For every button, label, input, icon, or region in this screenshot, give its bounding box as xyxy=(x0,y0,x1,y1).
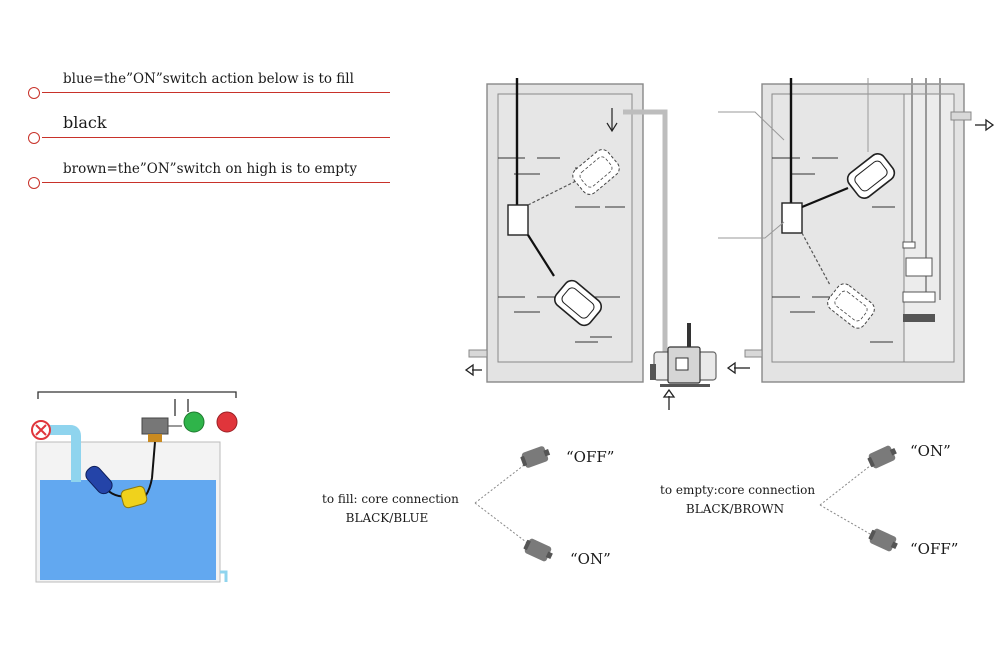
legend-brown-text: brown=the”ON”switch on high is to empty xyxy=(63,161,357,177)
red-indicator-icon xyxy=(216,411,238,433)
legend-underline xyxy=(42,136,390,138)
green-indicator-icon xyxy=(183,411,205,433)
fill-position-diagram xyxy=(474,444,555,564)
empty-position-diagram xyxy=(819,443,900,554)
fill-off-label: “OFF” xyxy=(566,448,615,466)
float-off-icon xyxy=(519,444,552,470)
legend-underline xyxy=(42,181,390,183)
blue-float-icon xyxy=(85,465,113,495)
fill-tank-schematic xyxy=(468,78,644,383)
empty-off-label: “OFF” xyxy=(910,540,959,558)
legend-black: black xyxy=(28,107,390,144)
empty-on-label: “ON” xyxy=(910,442,951,460)
legend-black-text: black xyxy=(63,113,107,132)
legend-brown: brown=the”ON”switch on high is to empty xyxy=(28,152,390,189)
fill-caption-line2: BLACK/BLUE xyxy=(345,511,429,525)
empty-tank-schematic xyxy=(718,78,972,383)
legend-bullet xyxy=(28,132,40,144)
legend-bullet xyxy=(28,87,40,99)
empty-caption-line1: to empty:core connection xyxy=(660,483,816,497)
fill-caption-line1: to fill: core connection xyxy=(322,492,459,506)
float-on-icon xyxy=(865,443,899,471)
legend-blue: blue=the”ON”switch action below is to fi… xyxy=(28,62,390,99)
pump xyxy=(650,323,717,387)
switch-housing xyxy=(141,417,169,435)
fill-on-label: “ON” xyxy=(570,550,611,568)
fill-caption: to fill: core connection BLACK/BLUE xyxy=(322,490,459,528)
water-level-marks xyxy=(498,157,625,343)
fill-pipe xyxy=(623,109,668,367)
legend-bullet xyxy=(28,177,40,189)
empty-caption-line2: BLACK/BROWN xyxy=(685,502,785,516)
float-on-icon xyxy=(521,536,555,564)
empty-caption: to empty:core connection BLACK/BROWN xyxy=(660,481,816,519)
tank-illustration xyxy=(31,391,238,583)
yellow-float-icon xyxy=(120,485,148,509)
legend-blue-text: blue=the”ON”switch action below is to fi… xyxy=(63,71,354,87)
float-off-icon xyxy=(866,526,900,554)
cable-weight xyxy=(507,204,529,236)
flow-arrows xyxy=(464,118,995,410)
legend-underline xyxy=(42,91,390,93)
